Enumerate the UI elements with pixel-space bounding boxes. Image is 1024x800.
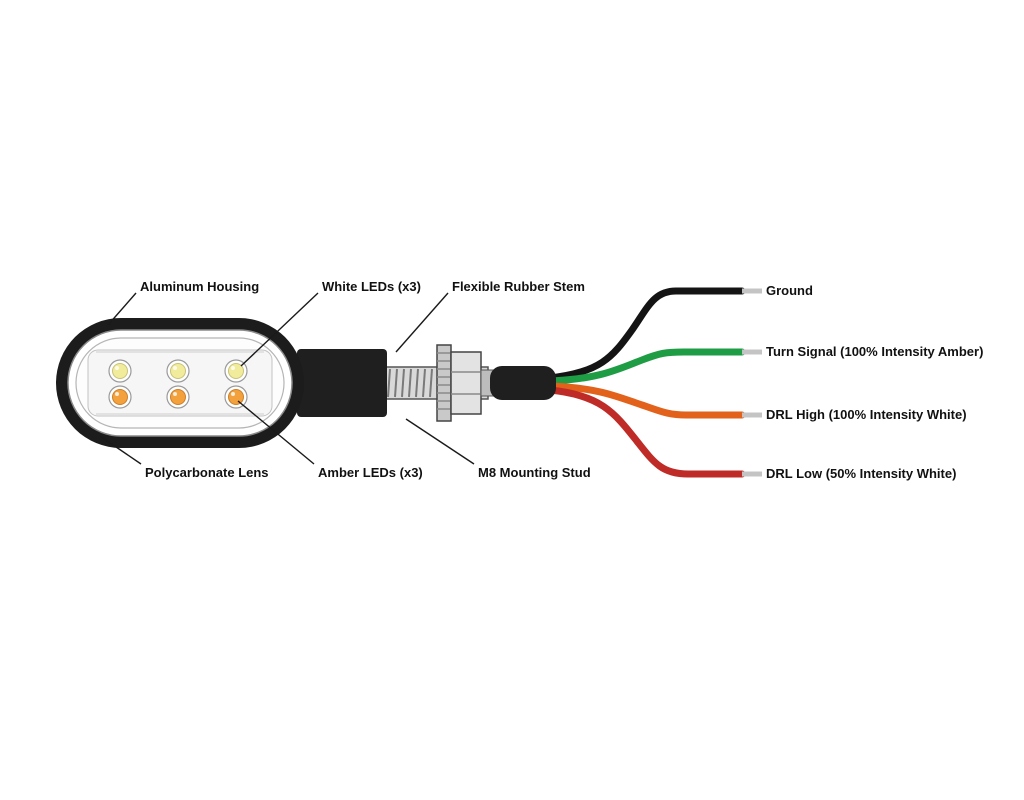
label-aluminum-housing: Aluminum Housing (140, 279, 259, 294)
label-wire-ground: Ground (766, 283, 813, 298)
wire-ground (546, 287, 746, 382)
white-led-2 (170, 363, 186, 379)
label-flexible-rubber-stem: Flexible Rubber Stem (452, 279, 585, 294)
thread-lines (387, 368, 433, 398)
label-polycarbonate-lens: Polycarbonate Lens (145, 465, 269, 480)
led-array (108, 359, 248, 409)
leader-aluminum-housing (107, 292, 137, 326)
leader-m8-mounting-stud (405, 418, 475, 465)
amber-led-2 (170, 389, 186, 405)
amber-led-3 (228, 389, 244, 405)
amber-led-1 (112, 389, 128, 405)
wire-boot-body (490, 366, 556, 400)
hex-nut (436, 344, 482, 422)
label-amber-leds: Amber LEDs (x3) (318, 465, 423, 480)
label-wire-drl-low: DRL Low (50% Intensity White) (766, 466, 956, 481)
label-wire-drl-high: DRL High (100% Intensity White) (766, 407, 967, 422)
leader-polycarbonate-lens (99, 435, 142, 465)
leader-amber-leds (237, 400, 315, 465)
label-m8-mounting-stud: M8 Mounting Stud (478, 465, 591, 480)
leader-flexible-rubber-stem (395, 292, 449, 353)
wire-drl-low (546, 386, 746, 478)
label-white-leds: White LEDs (x3) (322, 279, 421, 294)
label-wire-turn-signal: Turn Signal (100% Intensity Amber) (766, 344, 983, 359)
wire-turn-signal (546, 348, 746, 385)
white-led-1 (112, 363, 128, 379)
leader-white-leds (240, 292, 319, 367)
wire-drl-high (546, 382, 746, 419)
flexible-rubber-stem (297, 349, 387, 417)
